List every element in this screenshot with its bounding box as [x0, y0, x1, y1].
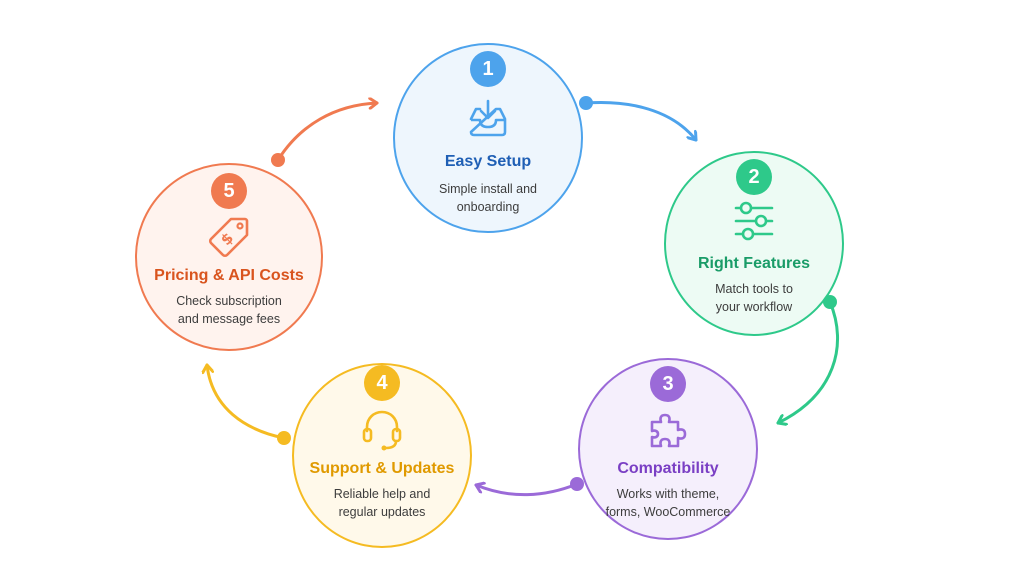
connector-4-dot — [277, 431, 291, 445]
step-2-description: Match tools to your workflow — [715, 282, 793, 314]
connector-5-to-1 — [276, 103, 379, 162]
puzzle-icon — [644, 406, 692, 454]
svg-text:$: $ — [217, 229, 237, 249]
step-1-title: Easy Setup — [444, 153, 532, 170]
step-3-badge: 3 — [650, 366, 686, 402]
step-1-circle: 1 Easy Setup Simple install and onboardi… — [393, 43, 583, 233]
step-3-circle: 3 Compatibility Works with theme, forms,… — [578, 358, 758, 540]
step-5-description: Check subscription and message fees — [176, 294, 282, 326]
inbox-download-icon — [464, 95, 512, 143]
step-1-badge: 1 — [470, 51, 506, 87]
step-5-badge: 5 — [211, 173, 247, 209]
step-4-title: Support & Updates — [309, 460, 455, 477]
headset-icon — [358, 405, 406, 453]
connector-1-to-2 — [584, 101, 698, 142]
step-2-badge: 2 — [736, 159, 772, 195]
connector-1-dot — [579, 96, 593, 110]
step-5-circle: 5 $ Pricing & API Costs Check subscripti… — [135, 163, 323, 351]
connector-3-dot — [570, 477, 584, 491]
step-4-circle: 4 Support & Updates Reliable help and re… — [292, 363, 472, 548]
step-4-badge: 4 — [364, 365, 400, 401]
price-tag-icon: $ — [205, 213, 253, 261]
sliders-icon — [730, 197, 778, 245]
connector-4-to-5 — [207, 363, 286, 440]
step-4-description: Reliable help and regular updates — [333, 487, 431, 519]
step-2-circle: 2 Right Features Match tools to your wor… — [664, 151, 844, 336]
connector-3-to-4 — [474, 484, 579, 497]
step-3-title: Compatibility — [617, 460, 719, 477]
step-5-title: Pricing & API Costs — [154, 267, 304, 284]
step-2-title: Right Features — [697, 255, 810, 272]
step-1-description: Simple install and onboarding — [439, 182, 537, 214]
connector-5-dot — [271, 153, 285, 167]
step-3-description: Works with theme, forms, WooCommerce — [605, 487, 731, 519]
